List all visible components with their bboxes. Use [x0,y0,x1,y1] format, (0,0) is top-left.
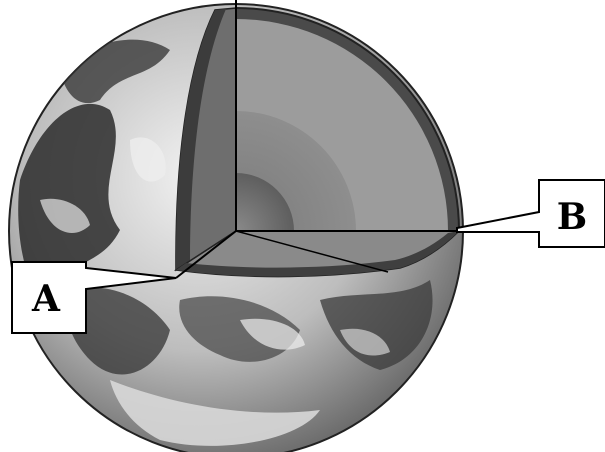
callout-a-label: A [31,278,61,320]
callout-b-label: B [557,196,587,238]
callout-b: B [457,180,605,247]
